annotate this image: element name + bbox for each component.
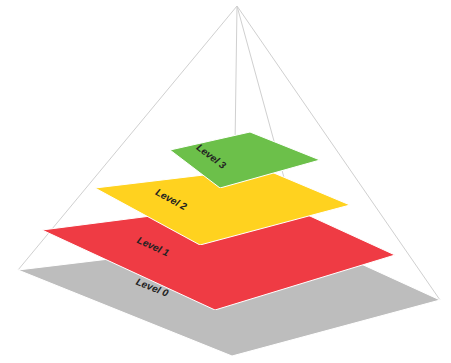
pyramid-edges — [18, 6, 440, 356]
level-plane: Level 3 — [170, 132, 320, 188]
plane-fill — [170, 132, 320, 188]
plane-shape — [170, 132, 320, 188]
